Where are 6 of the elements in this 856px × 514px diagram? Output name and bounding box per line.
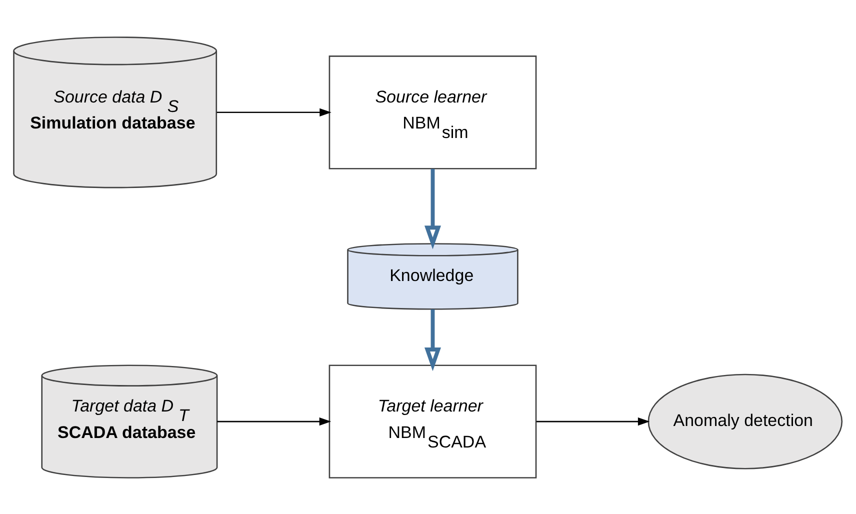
arrow [536, 416, 650, 426]
node-ellipse: Anomaly detection [648, 373, 843, 469]
arrow [424, 168, 441, 249]
arrow [216, 108, 332, 116]
arrow [217, 416, 332, 426]
arrow [424, 308, 441, 371]
